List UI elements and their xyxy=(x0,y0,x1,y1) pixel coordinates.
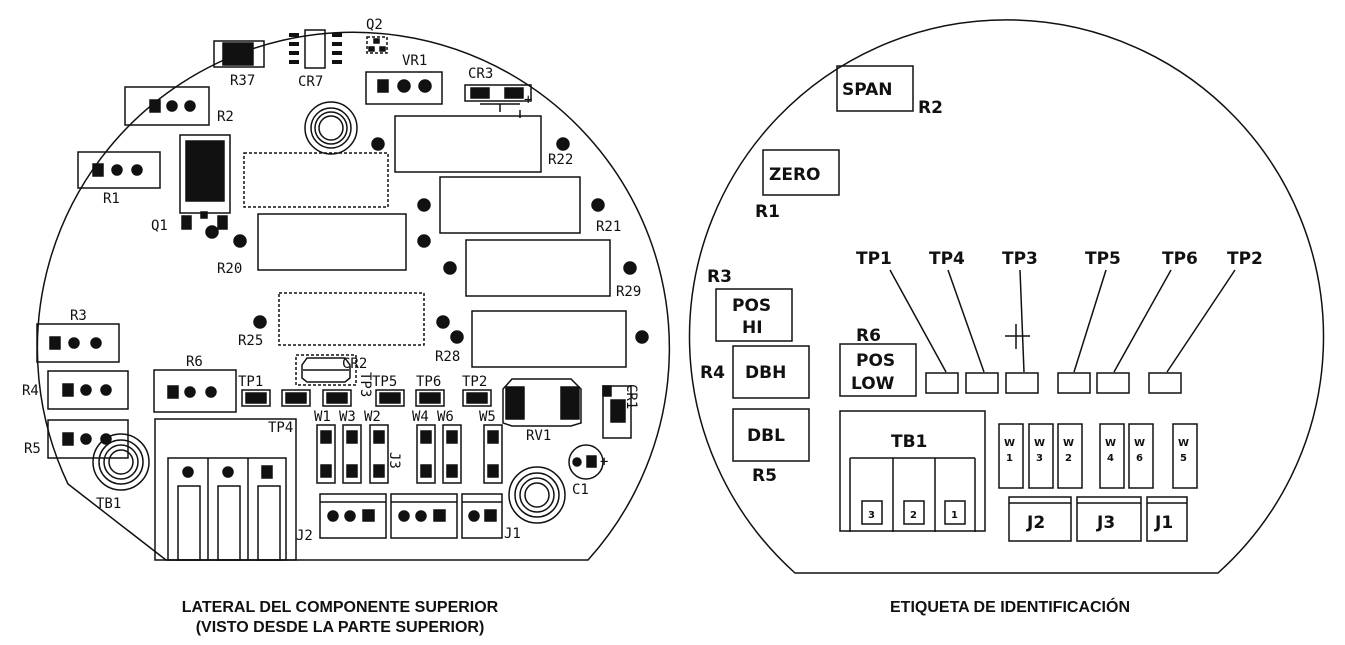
label-tb1-right: TB1 xyxy=(891,432,927,452)
label-tp2: TP2 xyxy=(462,374,487,390)
right-caption: ETIQUETA DE IDENTIFICACIÓN xyxy=(760,598,1260,618)
label-cr3-plus: + xyxy=(524,92,532,108)
label-w5: W5 xyxy=(479,409,496,425)
label-tp5: TP5 xyxy=(372,374,397,390)
label-w4-right-a: W xyxy=(1105,438,1116,449)
right-label-outline xyxy=(688,19,1325,574)
label-pos-hi-1: POS xyxy=(732,296,771,316)
label-tp3: TP3 xyxy=(357,372,373,397)
label-tp4-right: TP4 xyxy=(929,249,965,269)
label-w3-right-b: 3 xyxy=(1036,453,1043,464)
label-r2-right: R2 xyxy=(918,98,943,118)
label-w3: W3 xyxy=(339,409,356,425)
label-j3: J3 xyxy=(386,452,402,469)
label-cr1: CR1 xyxy=(623,384,639,409)
label-r5: R5 xyxy=(24,441,41,457)
label-w5-right-a: W xyxy=(1178,438,1189,449)
label-terminal-2: 2 xyxy=(910,510,917,521)
label-r28: R28 xyxy=(435,349,460,365)
label-w2: W2 xyxy=(364,409,381,425)
label-terminal-3: 3 xyxy=(868,510,875,521)
label-tp1: TP1 xyxy=(238,374,263,390)
label-tp4: TP4 xyxy=(268,420,293,436)
label-rv1: RV1 xyxy=(526,428,551,444)
label-j3-right: J3 xyxy=(1096,513,1115,533)
label-cr3: CR3 xyxy=(468,66,493,82)
label-r37: R37 xyxy=(230,73,255,89)
label-w1-right-a: W xyxy=(1004,438,1015,449)
left-caption: LATERAL DEL COMPONENTE SUPERIOR (VISTO D… xyxy=(40,598,640,638)
right-caption-line1: ETIQUETA DE IDENTIFICACIÓN xyxy=(890,599,1130,616)
label-tb1: TB1 xyxy=(96,496,121,512)
left-board xyxy=(36,29,671,561)
label-w1: W1 xyxy=(314,409,331,425)
label-j2: J2 xyxy=(296,528,313,544)
label-w6: W6 xyxy=(437,409,454,425)
label-r6: R6 xyxy=(186,354,203,370)
label-w6-right-a: W xyxy=(1134,438,1145,449)
label-r21: R21 xyxy=(596,219,621,235)
left-caption-line2: (VISTO DESDE LA PARTE SUPERIOR) xyxy=(195,619,485,636)
label-zero: ZERO xyxy=(769,165,820,185)
left-caption-line1: LATERAL DEL COMPONENTE SUPERIOR xyxy=(181,599,499,616)
label-r4: R4 xyxy=(22,383,39,399)
label-j1-right: J1 xyxy=(1154,513,1173,533)
label-r20: R20 xyxy=(217,261,242,277)
label-j1: J1 xyxy=(504,526,521,542)
label-c1-plus: + xyxy=(600,454,608,470)
label-tp6-right: TP6 xyxy=(1162,249,1198,269)
label-r25: R25 xyxy=(238,333,263,349)
label-r4-right: R4 xyxy=(700,363,725,383)
label-cr2: CR2 xyxy=(342,356,367,372)
label-tp3-right: TP3 xyxy=(1002,249,1038,269)
label-terminal-1: 1 xyxy=(951,510,958,521)
label-r2: R2 xyxy=(217,109,234,125)
label-span: SPAN xyxy=(842,80,893,100)
label-r1-right: R1 xyxy=(755,202,780,222)
label-tp1-right: TP1 xyxy=(856,249,892,269)
label-w4: W4 xyxy=(412,409,429,425)
label-w3-right-a: W xyxy=(1034,438,1045,449)
label-w1-right-b: 1 xyxy=(1006,453,1013,464)
label-q1: Q1 xyxy=(151,218,168,234)
label-r3: R3 xyxy=(70,308,87,324)
label-dbh: DBH xyxy=(745,363,786,383)
label-dbl: DBL xyxy=(747,426,785,446)
label-c1: C1 xyxy=(572,482,589,498)
label-r22: R22 xyxy=(548,152,573,168)
label-vr1: VR1 xyxy=(402,53,427,69)
label-w6-right-b: 6 xyxy=(1136,453,1143,464)
label-q2: Q2 xyxy=(366,17,383,33)
label-w2-right-a: W xyxy=(1063,438,1074,449)
label-tp6: TP6 xyxy=(416,374,441,390)
label-w4-right-b: 4 xyxy=(1107,453,1114,464)
right-label xyxy=(688,19,1325,574)
label-pos-low-1: POS xyxy=(856,351,895,371)
label-r1: R1 xyxy=(103,191,120,207)
label-r5-right: R5 xyxy=(752,466,777,486)
label-w2-right-b: 2 xyxy=(1065,453,1072,464)
label-j2-right: J2 xyxy=(1026,513,1045,533)
label-pos-low-2: LOW xyxy=(851,374,895,394)
label-w5-right-b: 5 xyxy=(1180,453,1187,464)
label-tp5-right: TP5 xyxy=(1085,249,1121,269)
label-tp2-right: TP2 xyxy=(1227,249,1263,269)
label-r29: R29 xyxy=(616,284,641,300)
label-pos-hi-2: HI xyxy=(742,318,763,338)
label-r3-right: R3 xyxy=(707,267,732,287)
label-cr7: CR7 xyxy=(298,74,323,90)
label-r6-right: R6 xyxy=(856,326,881,346)
left-board-outline xyxy=(36,31,671,561)
